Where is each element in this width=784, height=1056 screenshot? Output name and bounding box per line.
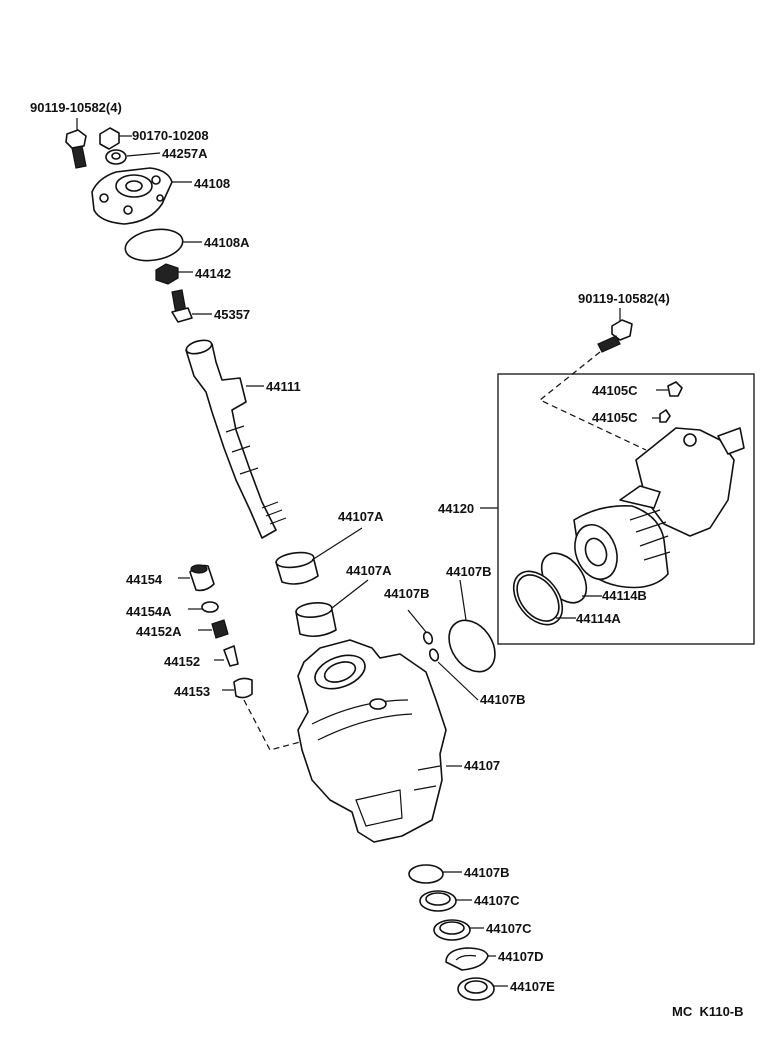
label-44154A: 44154A <box>126 604 172 619</box>
snap-ring-44107D <box>445 947 496 971</box>
label-44152A: 44152A <box>136 624 182 639</box>
label-44153: 44153 <box>174 684 210 699</box>
cover-44108 <box>91 167 192 225</box>
label-90170-10208: 90170-10208 <box>132 128 209 143</box>
washer-44257A <box>105 149 161 165</box>
ring-44154A <box>188 601 219 613</box>
label-44111: 44111 <box>266 379 301 394</box>
label-44107B-b: 44107B <box>480 692 526 707</box>
label-44107E: 44107E <box>510 979 555 994</box>
label-44107C-a: 44107C <box>474 893 520 908</box>
plug-44153 <box>222 677 301 751</box>
assembly-44120-frame <box>480 373 755 645</box>
label-44142: 44142 <box>195 266 231 281</box>
bearing-44107A-upper <box>275 527 363 585</box>
screw-45357 <box>171 289 212 323</box>
nut-44105C-a <box>656 381 683 397</box>
o-ring-44108A <box>124 228 202 262</box>
plug-44154 <box>178 564 215 592</box>
nut-44105C-b <box>652 409 671 423</box>
shaft-44111 <box>185 339 287 539</box>
housing-44107 <box>297 639 462 843</box>
nut-90170 <box>99 127 132 150</box>
seal-44107C-b <box>433 919 484 941</box>
o-ring-44107B-large <box>448 579 496 673</box>
diagram-code: MC K110-B <box>672 1004 744 1019</box>
spring-44152A <box>198 619 229 639</box>
bearing-44107A-lower <box>295 579 369 638</box>
nut-44142 <box>155 263 193 285</box>
seal-ring-44114A <box>512 570 576 626</box>
bolt-90119-top <box>65 118 87 169</box>
label-44257A: 44257A <box>162 146 208 161</box>
label-44107D: 44107D <box>498 949 544 964</box>
label-44107B-a: 44107B <box>384 586 430 601</box>
label-44107A-upper: 44107A <box>338 509 384 524</box>
seal-44107B-b <box>428 648 479 701</box>
seal-44107E <box>457 977 508 1001</box>
o-ring-44107B-bottom <box>408 864 462 884</box>
label-44120: 44120 <box>438 501 474 516</box>
label-45357: 45357 <box>214 307 250 322</box>
label-44107A-lower: 44107A <box>346 563 392 578</box>
label-44152: 44152 <box>164 654 200 669</box>
label-44105C-b: 44105C <box>592 410 638 425</box>
label-44107C-b: 44107C <box>486 921 532 936</box>
label-90119-10582-right: 90119-10582(4) <box>578 291 670 306</box>
label-44105C-a: 44105C <box>592 383 638 398</box>
label-44114A: 44114A <box>576 611 621 626</box>
valve-assembly-44120 <box>573 427 745 589</box>
bolt-90119-right <box>538 308 647 451</box>
label-44114B: 44114B <box>602 588 647 603</box>
label-44107B-bottom: 44107B <box>464 865 510 880</box>
seal-44107B-a <box>407 609 434 645</box>
pin-44152 <box>214 645 239 667</box>
seal-44107C-a <box>419 890 472 912</box>
label-44108A: 44108A <box>204 235 250 250</box>
label-44107: 44107 <box>464 758 500 773</box>
label-90119-10582-top: 90119-10582(4) <box>30 100 122 115</box>
label-44107B-large: 44107B <box>446 564 492 579</box>
label-44154: 44154 <box>126 572 163 587</box>
label-44108: 44108 <box>194 176 230 191</box>
